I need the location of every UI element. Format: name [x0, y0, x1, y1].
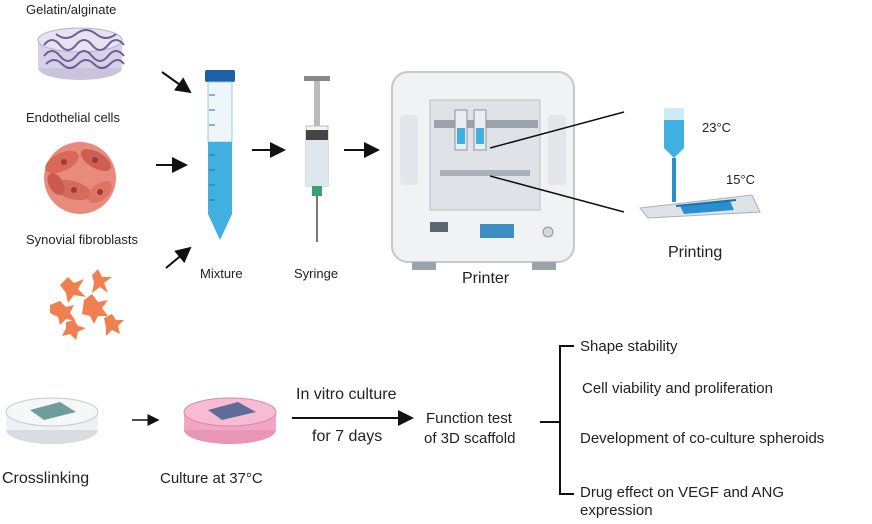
zoom-line-bottom — [489, 175, 625, 213]
test-co-culture-spheroids: Development of co-culture spheroids — [580, 430, 825, 447]
test-shape-stability: Shape stability — [580, 338, 678, 355]
test-drug-effect-cont: expression — [580, 502, 653, 519]
printing-detail-icon — [639, 108, 761, 219]
bed-temperature-label: 15°C — [726, 172, 756, 187]
arrow-fibroblasts-to-mixture — [165, 246, 192, 269]
endothelial-cells-icon — [44, 142, 116, 214]
mixture-label: Mixture — [200, 266, 243, 281]
gelatin-alginate-icon — [37, 27, 125, 80]
culture-dish-icon — [183, 397, 277, 444]
in-vitro-duration-label: for 7 days — [312, 428, 383, 445]
tests-bracket — [559, 345, 574, 495]
printer-label: Printer — [462, 270, 510, 287]
zoom-line-top — [489, 111, 625, 149]
printing-label: Printing — [668, 244, 723, 261]
bioprinter-icon — [391, 71, 575, 270]
arrow-gel-to-mixture — [161, 71, 192, 94]
mixture-tube-icon — [205, 70, 235, 240]
nozzle-temperature-label: 23°C — [702, 120, 732, 135]
endothelial-cells-label: Endothelial cells — [26, 110, 120, 125]
crosslinking-label: Crosslinking — [2, 470, 90, 487]
test-cell-viability: Cell viability and proliferation — [582, 380, 773, 397]
culture-label: Culture at 37°C — [160, 470, 263, 487]
function-test-label: Function test — [426, 410, 512, 427]
gelatin-alginate-label: Gelatin/alginate — [26, 2, 117, 17]
test-drug-effect: Drug effect on VEGF and ANG — [580, 484, 784, 501]
syringe-icon — [304, 76, 330, 242]
syringe-label: Syringe — [294, 266, 339, 281]
synovial-fibroblasts-icon — [50, 269, 124, 340]
function-test-scaffold-label: of 3D scaffold — [424, 430, 516, 447]
in-vitro-culture-label: In vitro culture — [296, 386, 397, 403]
synovial-fibroblasts-label: Synovial fibroblasts — [26, 232, 138, 247]
crosslinking-dish-icon — [5, 397, 99, 444]
